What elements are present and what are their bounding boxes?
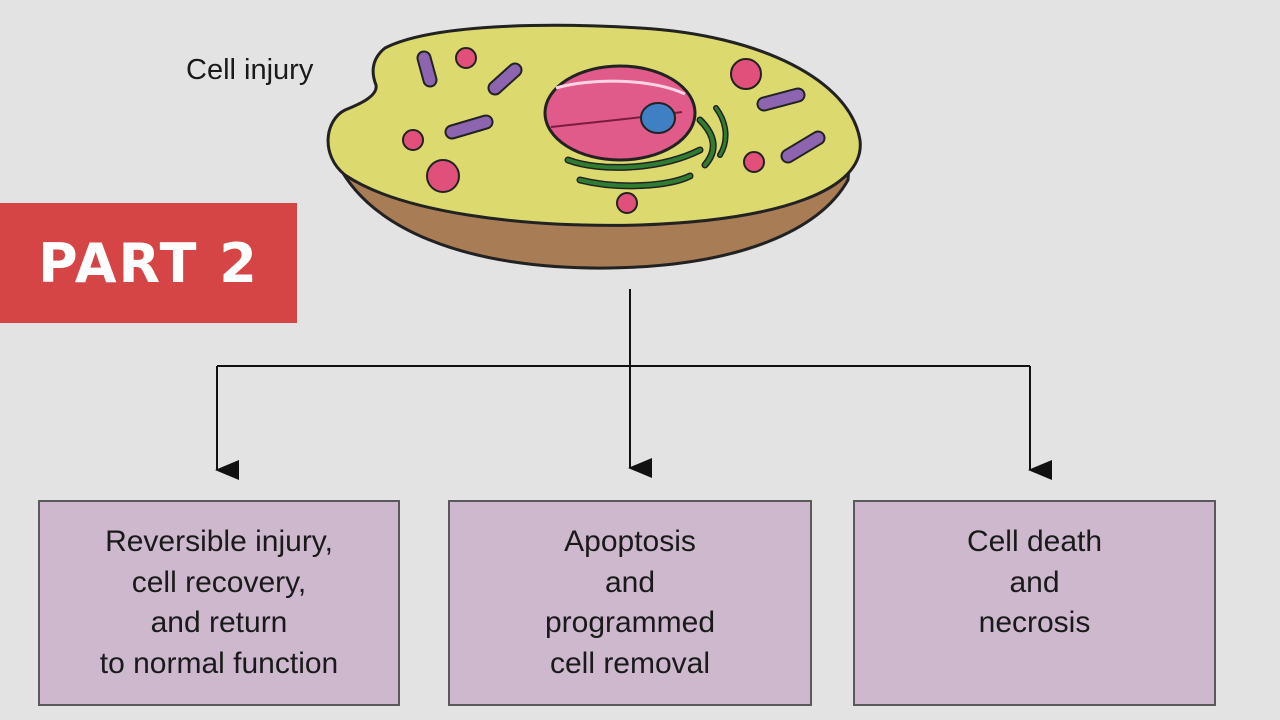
- endoplasmic-reticulum: [698, 118, 716, 167]
- vesicle: [743, 151, 765, 173]
- mitochondrion: [782, 132, 824, 162]
- endoplasmic-reticulum: [578, 174, 692, 188]
- vesicle: [402, 129, 424, 151]
- outcome-line: cell recovery,: [131, 565, 307, 599]
- outcome-line: Reversible injury,: [105, 525, 333, 558]
- cell-injury-label: Cell injury: [186, 54, 314, 86]
- endoplasmic-reticulum: [714, 106, 727, 157]
- nucleus: [543, 64, 697, 162]
- vesicle: [616, 192, 638, 214]
- outcome-line: Cell death: [966, 525, 1103, 558]
- endoplasmic-reticulum: [566, 148, 702, 170]
- cell-illustration: [326, 23, 862, 270]
- outcome-line: Apoptosis: [564, 525, 696, 558]
- outcome-line: to normal function: [99, 646, 339, 680]
- connectors: [215, 289, 1052, 480]
- nucleus-membrane-line: [555, 79, 686, 96]
- outcome-line: and: [604, 565, 656, 599]
- outcome-line: and: [1009, 565, 1060, 599]
- outcome-box-necrosis: Cell death and necrosis: [853, 500, 1216, 706]
- outcome-line: and return: [150, 606, 288, 639]
- vesicle: [426, 159, 460, 193]
- mitochondrion: [446, 116, 492, 138]
- part-badge: PART 2: [0, 203, 297, 323]
- outcome-box-apoptosis: Apoptosis and programmed cell removal: [448, 500, 812, 706]
- mitochondrion: [758, 89, 804, 110]
- mitochondrion: [489, 64, 521, 94]
- mitochondrion: [418, 52, 436, 86]
- outcome-box-reversible-injury: Reversible injury, cell recovery, and re…: [38, 500, 400, 706]
- vesicle: [730, 58, 762, 90]
- outcome-line: necrosis: [978, 606, 1091, 639]
- outcome-line: cell removal: [549, 646, 711, 680]
- outcome-line: programmed: [544, 606, 716, 639]
- vesicle: [455, 47, 477, 69]
- nucleolus: [640, 102, 676, 134]
